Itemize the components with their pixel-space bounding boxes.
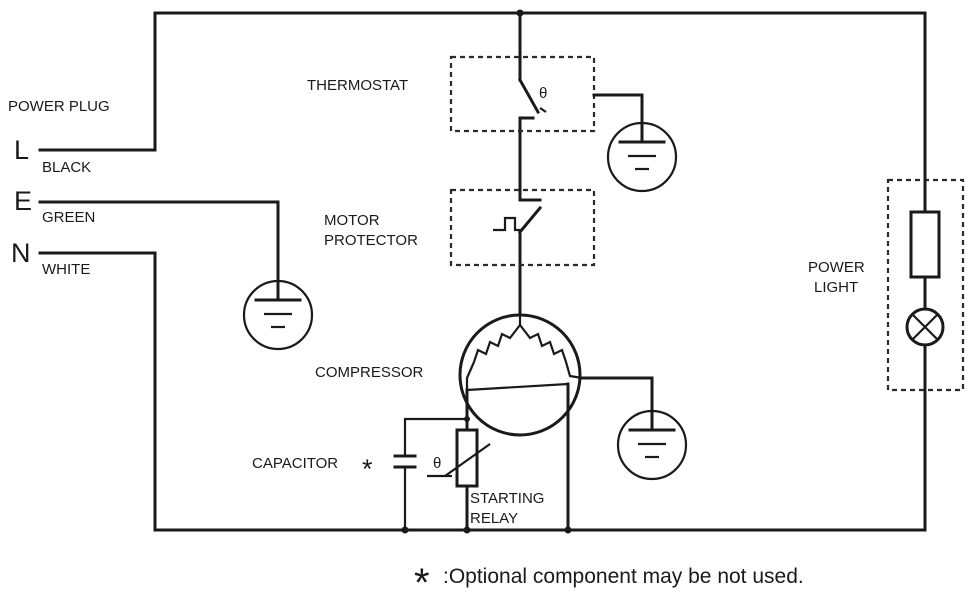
thermostat-label: THERMOSTAT — [307, 77, 408, 94]
power-plug-label: POWER PLUG — [8, 98, 110, 115]
earth-wire — [38, 200, 280, 287]
winding-right — [519, 324, 583, 380]
power-label: POWER — [808, 259, 865, 276]
thermostat-box — [449, 55, 596, 133]
junction-capacitor — [401, 526, 409, 534]
capacitor — [393, 454, 417, 469]
capacitor-branch-top — [403, 417, 467, 455]
earth-symbol-plug — [242, 279, 314, 351]
earth-circle-plug — [242, 279, 314, 351]
neutral-letter: N — [11, 238, 31, 268]
earth-letter: E — [14, 186, 32, 216]
black-label: BLACK — [42, 159, 91, 176]
footnote: * :Optional component may be not used. — [414, 561, 804, 597]
compressor-label: COMPRESSOR — [315, 364, 424, 381]
junction-relay — [463, 526, 471, 534]
main-wiring — [38, 11, 927, 532]
compressor-earth-lead — [580, 376, 654, 420]
lamp-cross-b — [911, 313, 939, 341]
protector-switch-blade — [517, 205, 543, 235]
right-return — [38, 251, 927, 532]
junctions — [401, 9, 572, 534]
protector-label: PROTECTOR — [324, 232, 418, 249]
starting-relay-theta: θ — [433, 455, 441, 472]
winding-bottom — [466, 382, 569, 392]
light-label: LIGHT — [814, 279, 858, 296]
power-light-resistor — [909, 210, 941, 279]
motor-protector-box — [449, 188, 596, 267]
thermostat-theta: θ — [539, 85, 547, 102]
power-light — [886, 178, 965, 392]
labels: POWER PLUG L BLACK E GREEN N WHITE THERM… — [8, 77, 865, 527]
thermostat: θ — [449, 55, 644, 134]
earth-symbol-compressor — [616, 409, 688, 481]
capacitor-label: CAPACITOR — [252, 455, 338, 472]
compressor-circle — [458, 313, 582, 437]
white-label: WHITE — [42, 261, 90, 278]
thermostat-contact-tick — [539, 107, 547, 113]
line-top-rail — [38, 11, 927, 182]
winding-left — [465, 324, 521, 390]
footnote-text: :Optional component may be not used. — [443, 565, 804, 588]
line-letter: L — [14, 135, 29, 165]
earth-symbol-thermostat — [606, 121, 678, 193]
motor-protector — [449, 188, 596, 267]
junction-top — [516, 9, 524, 17]
starting-relay: θ — [427, 428, 491, 488]
footnote-asterisk: * — [414, 561, 430, 597]
compressor — [458, 312, 583, 437]
motor-label: MOTOR — [324, 212, 380, 229]
earth-circle-compressor — [616, 409, 688, 481]
green-label: GREEN — [42, 209, 95, 226]
bimetal-symbol — [493, 216, 522, 232]
thermostat-switch-blade — [517, 77, 541, 115]
thermostat-earth-lead — [592, 93, 644, 134]
starting-relay-slash — [444, 443, 491, 477]
starting-label: STARTING — [470, 490, 544, 507]
relay-label: RELAY — [470, 510, 518, 527]
junction-relay-top — [464, 416, 470, 422]
junction-compressor — [564, 526, 572, 534]
capacitor-asterisk: * — [362, 454, 373, 484]
earth-circle-thermostat — [606, 121, 678, 193]
starting-relay-body — [455, 428, 479, 488]
